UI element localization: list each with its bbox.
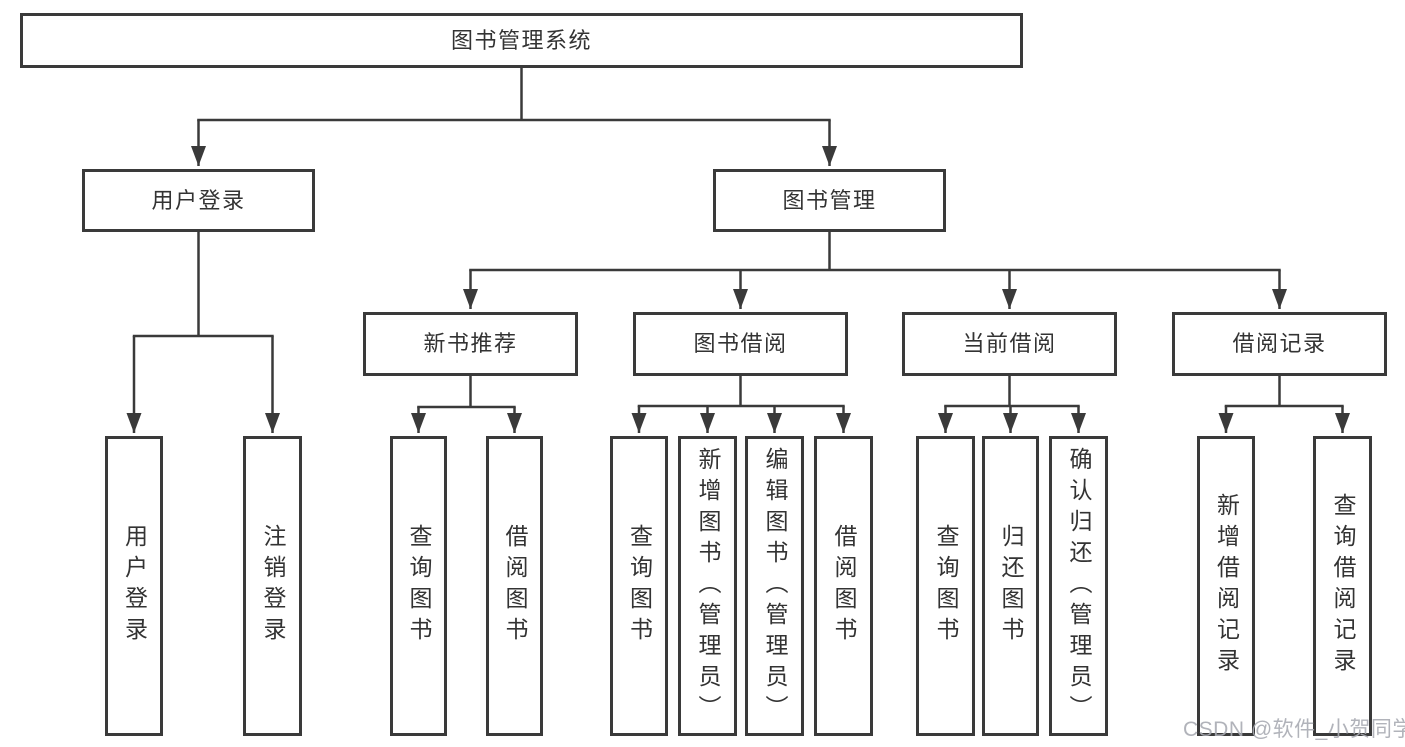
leaf-newbook-query-books: 查询图书	[390, 436, 447, 736]
node-new-book-recommend: 新书推荐	[363, 312, 578, 376]
node-book-management: 图书管理	[713, 169, 946, 232]
leaf-records-query-record: 查询借阅记录	[1313, 436, 1372, 736]
leaf-borrowing-borrow-books-label: 借阅图书	[831, 524, 857, 648]
leaf-borrowing-add-books-admin: 新增图书（管理员）	[678, 436, 737, 736]
node-book-management-label: 图书管理	[782, 187, 877, 213]
node-book-borrowing: 图书借阅	[633, 312, 848, 376]
node-new-book-recommend-label: 新书推荐	[423, 331, 518, 356]
leaf-user-login-label: 用户登录	[121, 524, 148, 648]
node-user-login-label: 用户登录	[151, 187, 246, 213]
leaf-records-add-record: 新增借阅记录	[1197, 436, 1255, 736]
leaf-newbook-borrow-books: 借阅图书	[486, 436, 543, 736]
node-borrow-records: 借阅记录	[1172, 312, 1387, 376]
leaf-current-query-books: 查询图书	[916, 436, 975, 736]
leaf-borrowing-edit-books-admin: 编辑图书（管理员）	[745, 436, 804, 736]
leaf-current-confirm-return-admin-label: 确认归还（管理员）	[1066, 446, 1092, 726]
node-current-borrowing: 当前借阅	[902, 312, 1117, 376]
node-user-login: 用户登录	[82, 169, 315, 232]
leaf-newbook-query-books-label: 查询图书	[406, 524, 432, 648]
leaf-logout-label: 注销登录	[260, 524, 286, 648]
leaf-current-return-books: 归还图书	[982, 436, 1039, 736]
leaf-borrowing-add-books-admin-label: 新增图书（管理员）	[695, 446, 721, 726]
leaf-current-confirm-return-admin: 确认归还（管理员）	[1049, 436, 1108, 736]
leaf-records-query-record-label: 查询借阅记录	[1330, 493, 1356, 679]
leaf-logout: 注销登录	[243, 436, 302, 736]
leaf-records-add-record-label: 新增借阅记录	[1213, 493, 1240, 679]
leaf-borrowing-borrow-books: 借阅图书	[814, 436, 873, 736]
leaf-borrowing-edit-books-admin-label: 编辑图书（管理员）	[762, 446, 788, 726]
leaf-user-login: 用户登录	[105, 436, 163, 736]
leaf-borrowing-query-books-label: 查询图书	[626, 524, 653, 648]
leaf-current-query-books-label: 查询图书	[933, 524, 959, 648]
node-borrow-records-label: 借阅记录	[1232, 331, 1327, 356]
csdn-watermark: CSDN @软件_小贺同学	[1183, 718, 1405, 741]
node-library-system-label: 图书管理系统	[450, 27, 592, 53]
leaf-current-return-books-label: 归还图书	[998, 524, 1024, 648]
node-current-borrowing-label: 当前借阅	[962, 331, 1057, 356]
node-library-system: 图书管理系统	[20, 13, 1023, 68]
leaf-newbook-borrow-books-label: 借阅图书	[502, 524, 528, 648]
leaf-borrowing-query-books: 查询图书	[610, 436, 668, 736]
node-book-borrowing-label: 图书借阅	[693, 331, 788, 356]
